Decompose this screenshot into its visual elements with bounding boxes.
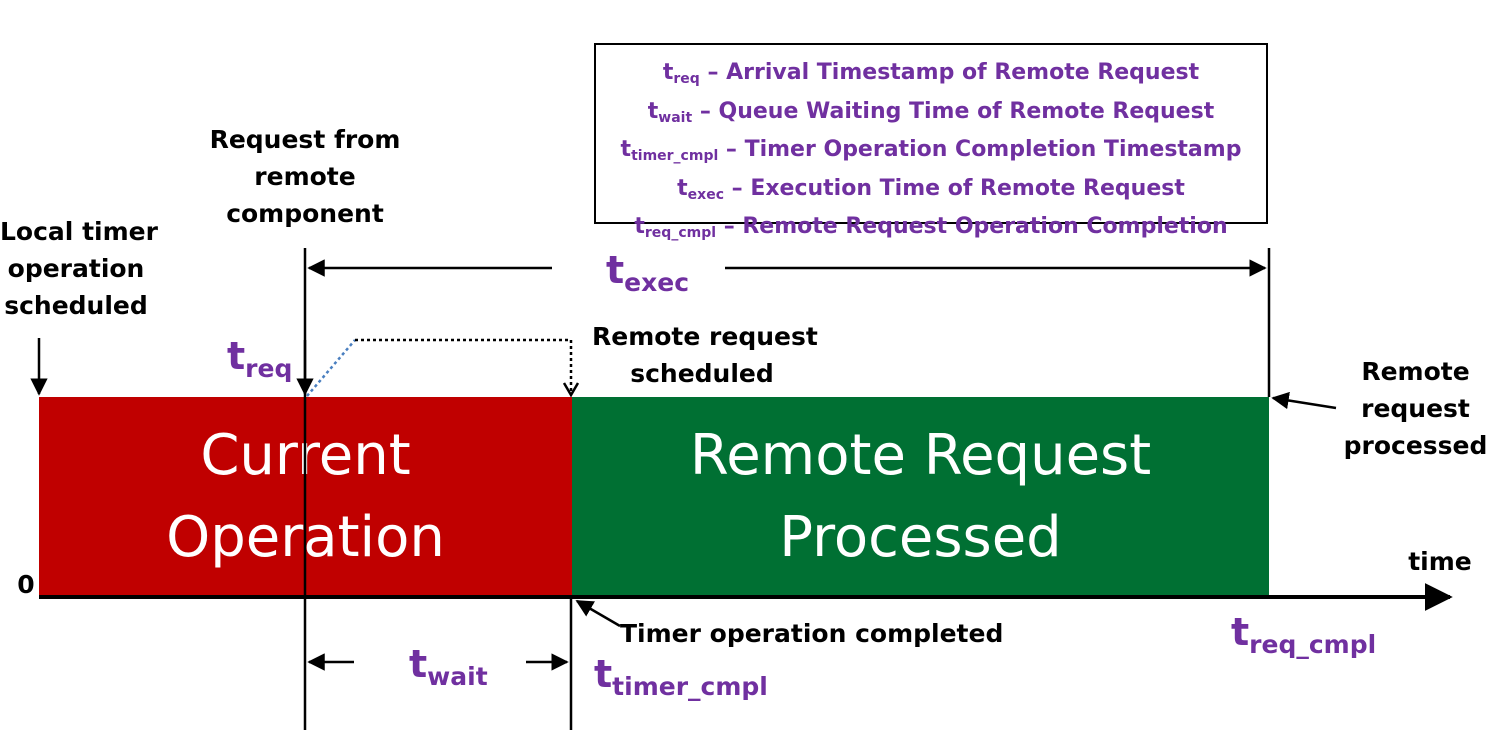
legend-row-timer-cmpl: ttimer_cmpl – Timer Operation Completion… (620, 137, 1242, 164)
request-from-label: Request from remote component (209, 125, 401, 228)
legend-row-wait: twait – Queue Waiting Time of Remote Req… (647, 98, 1215, 126)
remote-scheduled-label: Remote request scheduled (592, 322, 818, 388)
t-exec-symbol: texec (606, 248, 690, 297)
legend-row-req-cmpl: treq_cmpl – Remote Request Operation Com… (634, 214, 1228, 241)
t-timer-cmpl-symbol: ttimer_cmpl (594, 652, 768, 701)
remote-request-line1: Remote Request (689, 422, 1152, 488)
t-req-cmpl-symbol: treq_cmpl (1231, 610, 1377, 659)
timer-completed-arrow (575, 599, 621, 628)
dotted-schedule-arrowhead (562, 382, 580, 398)
time-label: time (1408, 547, 1472, 576)
remote-processed-label: Remote request processed (1343, 357, 1488, 460)
legend-row-exec: texec – Execution Time of Remote Request (677, 175, 1185, 203)
remote-request-block: Remote Request Processed (572, 397, 1269, 596)
legend-row-req: treq – Arrival Timestamp of Remote Reque… (662, 60, 1200, 87)
timer-completed-label: Timer operation completed (620, 619, 1004, 648)
remote-processed-arrow (1271, 391, 1337, 410)
t-wait-symbol: twait (409, 642, 488, 691)
local-timer-label: Local timer operation scheduled (0, 217, 158, 320)
t-req-symbol: treq (227, 334, 293, 383)
zero-label: 0 (17, 570, 35, 599)
dotted-schedule-path (355, 338, 573, 392)
legend-box: treq – Arrival Timestamp of Remote Reque… (594, 43, 1268, 241)
dotted-blue-link (306, 339, 356, 397)
remote-request-line2: Processed (779, 504, 1062, 570)
